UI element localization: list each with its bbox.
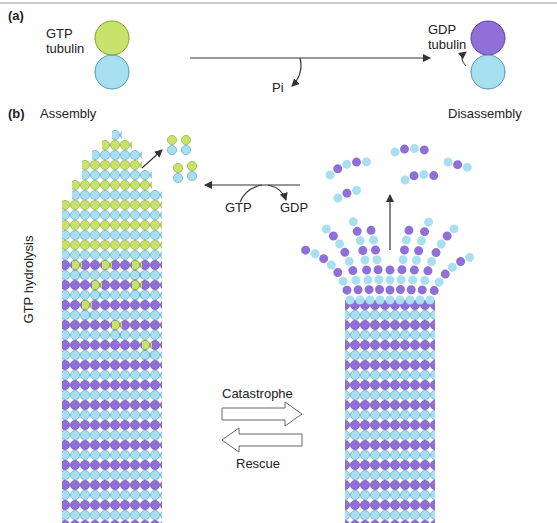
disassembly-arrow [389,195,390,250]
panel-letter: (a) [8,8,48,23]
nucleotide-label: GTP [225,200,265,215]
assembly-arrow [142,150,162,168]
product-label: Pi [272,80,302,95]
free-gtp-dimers [167,135,196,182]
pi-release-arrow [292,58,301,86]
hydrolysis-arrow [190,57,430,58]
growing-microtubule [62,130,162,523]
process-label: Disassembly [448,106,548,121]
exchange-arrow [205,184,300,185]
species-label: GTP tubulin [46,26,96,56]
axis-label: GTP hydrolysis [21,225,36,335]
process-label: Assembly [40,106,140,121]
transition-label: Rescue [236,456,316,471]
nucleotide-label: GDP [280,200,320,215]
catastrophe-arrow [222,402,302,426]
gdp-tubulin-dimer [462,21,505,89]
transition-label: Catastrophe [222,386,312,401]
gtp-in-line [240,185,262,202]
rescue-arrow [222,428,302,452]
gdp-out-arrow [268,185,286,200]
species-label: GDP tubulin [428,22,478,52]
shrinking-microtubule [305,149,478,523]
gtp-tubulin-dimer [95,21,129,89]
frame-line [0,3,557,4]
